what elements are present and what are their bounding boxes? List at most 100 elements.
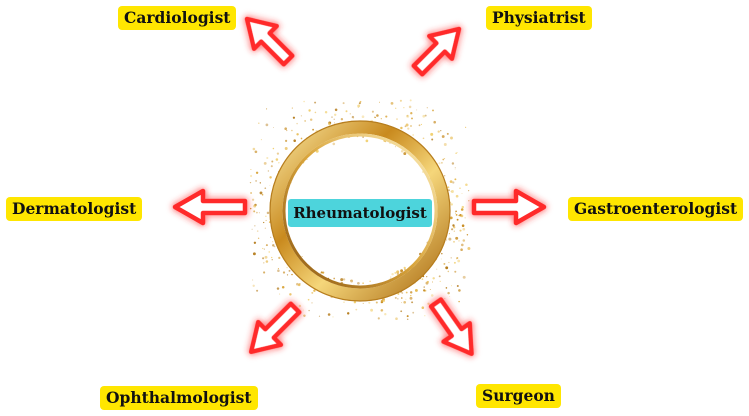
glitter-dot xyxy=(340,278,344,282)
glitter-dot xyxy=(397,292,400,295)
glitter-dot xyxy=(408,105,412,109)
glitter-dot xyxy=(296,122,298,125)
glitter-dot xyxy=(456,285,459,287)
glitter-dot xyxy=(468,190,470,192)
glitter-dot xyxy=(440,258,442,260)
glitter-dot xyxy=(256,230,259,232)
glitter-dot xyxy=(277,268,279,270)
glitter-dot xyxy=(412,311,415,314)
glitter-dot xyxy=(407,127,410,130)
glitter-dot xyxy=(268,251,270,253)
glitter-dot xyxy=(328,121,330,124)
glitter-dot xyxy=(422,114,426,118)
glitter-dot xyxy=(458,289,461,292)
glitter-dot xyxy=(262,247,264,250)
glitter-dot xyxy=(277,269,280,272)
glitter-dot xyxy=(291,129,293,132)
glitter-dot xyxy=(421,306,425,309)
glitter-dot xyxy=(291,273,293,276)
glitter-dot xyxy=(252,252,256,256)
glitter-dot xyxy=(340,118,344,121)
arrow-to-surgeon xyxy=(428,297,474,357)
arrow-to-ophthalmologist xyxy=(248,301,302,355)
glitter-dot xyxy=(320,272,322,274)
glitter-dot xyxy=(458,300,460,303)
glitter-dot xyxy=(379,101,380,103)
glitter-dot xyxy=(263,248,265,250)
glitter-dot xyxy=(426,275,428,278)
glitter-dot xyxy=(318,315,321,317)
glitter-dot xyxy=(322,271,325,274)
glitter-dot xyxy=(258,122,260,124)
glitter-dot xyxy=(406,114,410,118)
glitter-dot xyxy=(265,215,267,217)
glitter-dot xyxy=(464,217,466,219)
glitter-dot xyxy=(380,118,382,120)
glitter-dot xyxy=(450,203,453,206)
glitter-dot xyxy=(276,152,280,155)
glitter-dot xyxy=(449,180,453,183)
glitter-dot xyxy=(278,256,281,260)
glitter-dot xyxy=(334,108,338,112)
glitter-dot xyxy=(311,302,313,304)
glitter-dot xyxy=(441,252,443,255)
glitter-dot xyxy=(273,126,275,128)
glitter-dot xyxy=(403,152,407,156)
glitter-dot xyxy=(333,118,335,120)
glitter-dot xyxy=(439,280,441,283)
glitter-dot xyxy=(303,314,306,317)
glitter-dot xyxy=(306,158,308,160)
glitter-dot xyxy=(353,300,357,304)
glitter-dot xyxy=(284,127,288,131)
label-dermatologist: Dermatologist xyxy=(6,197,143,221)
glitter-dot xyxy=(249,207,252,210)
glitter-dot xyxy=(266,108,268,110)
glitter-dot xyxy=(462,227,466,231)
glitter-dot xyxy=(351,115,355,119)
glitter-dot xyxy=(271,259,273,261)
glitter-dot xyxy=(265,244,268,247)
glitter-dot xyxy=(411,301,414,304)
glitter-dot xyxy=(446,239,448,241)
glitter-dot xyxy=(343,301,345,304)
glitter-dot xyxy=(405,298,407,300)
glitter-dot xyxy=(461,224,465,227)
glitter-dot xyxy=(264,227,266,229)
glitter-dot xyxy=(256,289,259,292)
glitter-dot xyxy=(324,111,328,114)
glitter-dot xyxy=(266,211,270,215)
glitter-dot xyxy=(301,255,303,257)
glitter-dot xyxy=(406,115,408,117)
glitter-dot xyxy=(257,237,260,239)
glitter-dot xyxy=(451,228,454,231)
glitter-dot xyxy=(416,109,418,111)
glitter-dot xyxy=(400,149,404,153)
glitter-dot xyxy=(358,102,361,105)
glitter-dot xyxy=(308,309,310,312)
glitter-dot xyxy=(328,122,331,126)
glitter-dot xyxy=(296,133,299,136)
glitter-dot xyxy=(293,139,296,142)
glitter-dot xyxy=(263,221,265,224)
glitter-dot xyxy=(449,296,451,297)
glitter-dot xyxy=(259,191,263,195)
glitter-dot xyxy=(444,298,446,299)
glitter-dot xyxy=(397,298,399,300)
glitter-dot xyxy=(400,310,403,313)
glitter-dot xyxy=(447,186,450,189)
glitter-dot xyxy=(299,283,301,285)
glitter-dot xyxy=(370,308,373,312)
glitter-dot xyxy=(420,123,422,126)
glitter-dot xyxy=(289,293,292,296)
glitter-dot xyxy=(396,270,400,274)
glitter-dot xyxy=(266,156,269,160)
glitter-dot xyxy=(440,130,442,132)
glitter-dot xyxy=(414,288,418,292)
glitter-dot xyxy=(456,258,458,260)
glitter-dot xyxy=(432,281,433,283)
glitter-dot xyxy=(461,192,463,194)
glitter-dot xyxy=(385,115,388,118)
glitter-dot xyxy=(251,228,253,230)
glitter-dot xyxy=(314,111,317,114)
